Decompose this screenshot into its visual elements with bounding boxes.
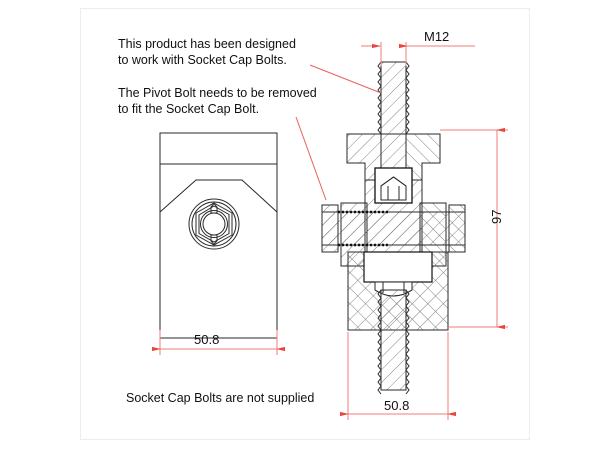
dimension-label-overall-height: 97: [489, 209, 504, 224]
dimension-section-width: [340, 332, 456, 420]
note-socket-cap-bolts: This product has been designed to work w…: [118, 37, 296, 67]
note-not-supplied: Socket Cap Bolts are not supplied: [126, 391, 315, 405]
dimension-front-width: [152, 330, 285, 355]
dimension-overall-height: [440, 127, 508, 330]
leader-to-pivot-bolt: [295, 116, 327, 201]
dimension-lines: [152, 42, 508, 420]
dimension-label-m12: M12: [424, 29, 450, 44]
lower-threaded-shank: [377, 289, 410, 395]
note-pivot-bolt: The Pivot Bolt needs to be removed to fi…: [118, 86, 317, 116]
leader-lines: [295, 64, 382, 201]
section-assembly-view: [321, 61, 466, 395]
dimension-m12: [361, 42, 475, 66]
dimension-label-front-width: 50.8: [194, 332, 220, 347]
horizontal-pivot-bolt: [321, 204, 466, 253]
dimension-label-section-width: 50.8: [384, 398, 410, 413]
upper-threaded-stud: [377, 61, 410, 135]
front-elevation-view: [159, 132, 278, 339]
leader-to-socket-cap-bolt: [309, 64, 382, 94]
